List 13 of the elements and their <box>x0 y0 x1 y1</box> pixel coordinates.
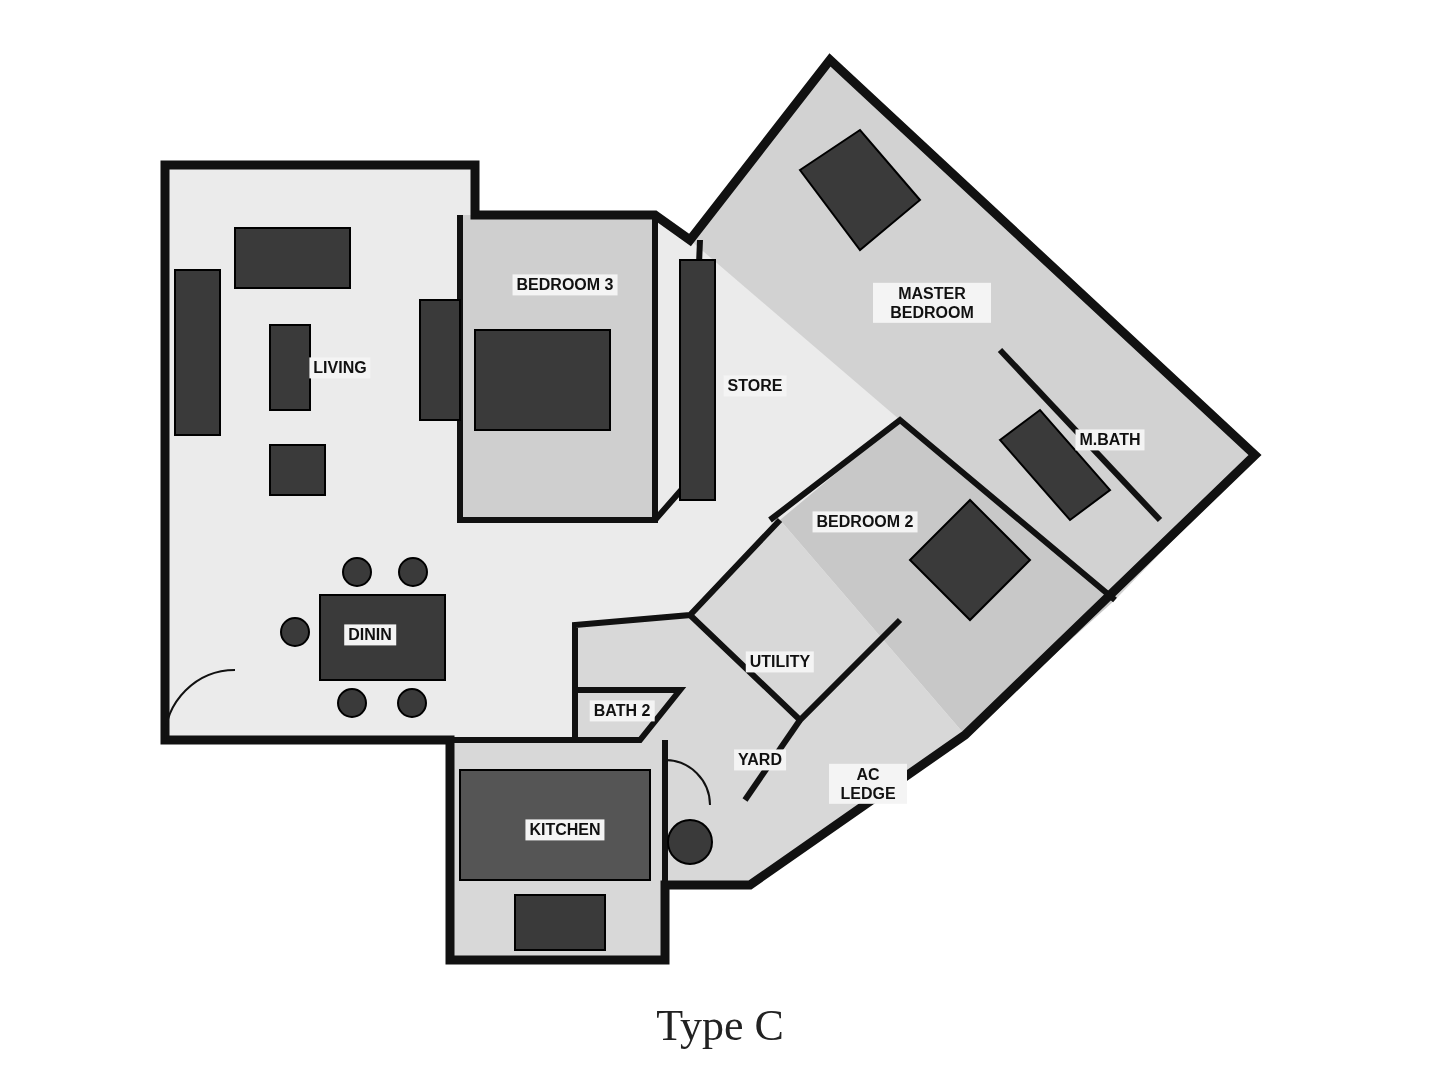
room-label: UTILITY <box>745 651 815 673</box>
room-label: BEDROOM 3 <box>512 274 618 296</box>
room-label: AC LEDGE <box>829 763 907 805</box>
room-label: MASTER BEDROOM <box>873 282 991 324</box>
room-label: LIVING <box>309 357 371 379</box>
room-label: STORE <box>723 375 787 397</box>
room-label: M.BATH <box>1075 429 1145 451</box>
room-label: BATH 2 <box>589 700 655 722</box>
room-label: YARD <box>734 749 786 771</box>
room-label: KITCHEN <box>525 819 605 841</box>
plan-title: Type C <box>655 1000 785 1051</box>
room-label: BEDROOM 2 <box>812 511 918 533</box>
room-label: DININ <box>344 624 396 646</box>
